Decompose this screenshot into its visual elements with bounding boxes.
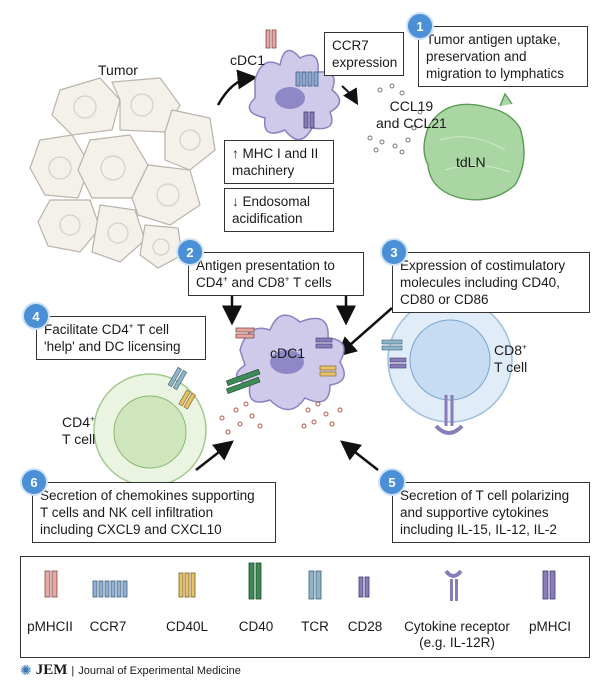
cd28-icon bbox=[358, 576, 370, 598]
mhc-machinery-box: ↑ MHC I and II machinery bbox=[224, 140, 334, 184]
legend-cd40l: CD40L bbox=[165, 619, 209, 634]
tumor-label: Tumor bbox=[98, 62, 138, 78]
step-2-badge: 2 bbox=[176, 238, 204, 266]
legend-pmhci: pMHCI bbox=[528, 619, 571, 634]
cdc1-top-label: cDC1 bbox=[230, 52, 266, 68]
legend-cytokine-receptor: Cytokine receptor (e.g. IL-12R) bbox=[404, 619, 510, 650]
footer: ✺ JEM | Journal of Experimental Medicine bbox=[20, 662, 241, 679]
legend-ccr7: CCR7 bbox=[89, 619, 127, 634]
legend-cd28: CD28 bbox=[347, 619, 383, 634]
step-1-badge: 1 bbox=[406, 12, 434, 40]
legend-icons bbox=[44, 562, 556, 601]
step-3-box: Expression of costimulatory molecules in… bbox=[392, 252, 590, 313]
endosomal-acidification-box: ↓ Endosomal acidification bbox=[224, 188, 334, 232]
step-4-box: Facilitate CD4+ T cell 'help' and DC lic… bbox=[36, 316, 206, 360]
cd8-label: CD8+ T cell bbox=[494, 342, 528, 375]
step-6-badge: 6 bbox=[20, 468, 48, 496]
diagram-illustration bbox=[29, 29, 525, 487]
cytokine-receptor-icon bbox=[444, 569, 463, 601]
legend-tcr: TCR bbox=[301, 619, 329, 634]
jem-logo-icon: ✺ bbox=[20, 662, 32, 678]
legend-pmhcii: pMHCII bbox=[27, 619, 73, 634]
step-2-box: Antigen presentation to CD4+ and CD8+ T … bbox=[188, 252, 364, 296]
ccl-label: CCL19 and CCL21 bbox=[376, 98, 447, 131]
step-3-badge: 3 bbox=[380, 238, 408, 266]
journal-name: Journal of Experimental Medicine bbox=[78, 664, 241, 677]
tdln-lymph-node bbox=[423, 92, 525, 201]
ccr7-icon bbox=[92, 580, 128, 598]
step-5-badge: 5 bbox=[378, 468, 406, 496]
tumor-cells bbox=[29, 77, 216, 269]
cytokine-dots bbox=[219, 401, 343, 435]
cd40-icon bbox=[248, 562, 262, 600]
legend-cd40: CD40 bbox=[238, 619, 274, 634]
tcr-icon bbox=[308, 570, 322, 600]
cd40l-icon bbox=[178, 572, 196, 598]
ccr7-expression-box: CCR7 expression bbox=[324, 32, 404, 76]
step-5-box: Secretion of T cell polarizing and suppo… bbox=[392, 482, 590, 543]
cd4-label: CD4+ T cell bbox=[62, 414, 96, 447]
step-6-box: Secretion of chemokines supporting T cel… bbox=[32, 482, 276, 543]
cd4-t-cell bbox=[93, 366, 207, 487]
pmhcii-icon bbox=[44, 570, 58, 598]
cdc1-mid-label: cDC1 bbox=[270, 345, 306, 361]
step-1-box: Tumor antigen uptake, preservation and m… bbox=[418, 26, 588, 87]
pmhci-icon bbox=[542, 570, 556, 600]
cdc1-mid-cell bbox=[225, 314, 345, 411]
tdln-label: tdLN bbox=[456, 154, 486, 170]
step-4-badge: 4 bbox=[22, 302, 50, 330]
chemokine-dots bbox=[367, 83, 423, 155]
cdc1-top-cell bbox=[248, 29, 341, 141]
legend: pMHCII CCR7 CD40L CD40 TCR CD28 Cytokine… bbox=[20, 556, 590, 658]
jem-logo: JEM bbox=[35, 662, 68, 678]
cd8-t-cell bbox=[381, 297, 513, 435]
footer-divider: | bbox=[71, 664, 75, 677]
